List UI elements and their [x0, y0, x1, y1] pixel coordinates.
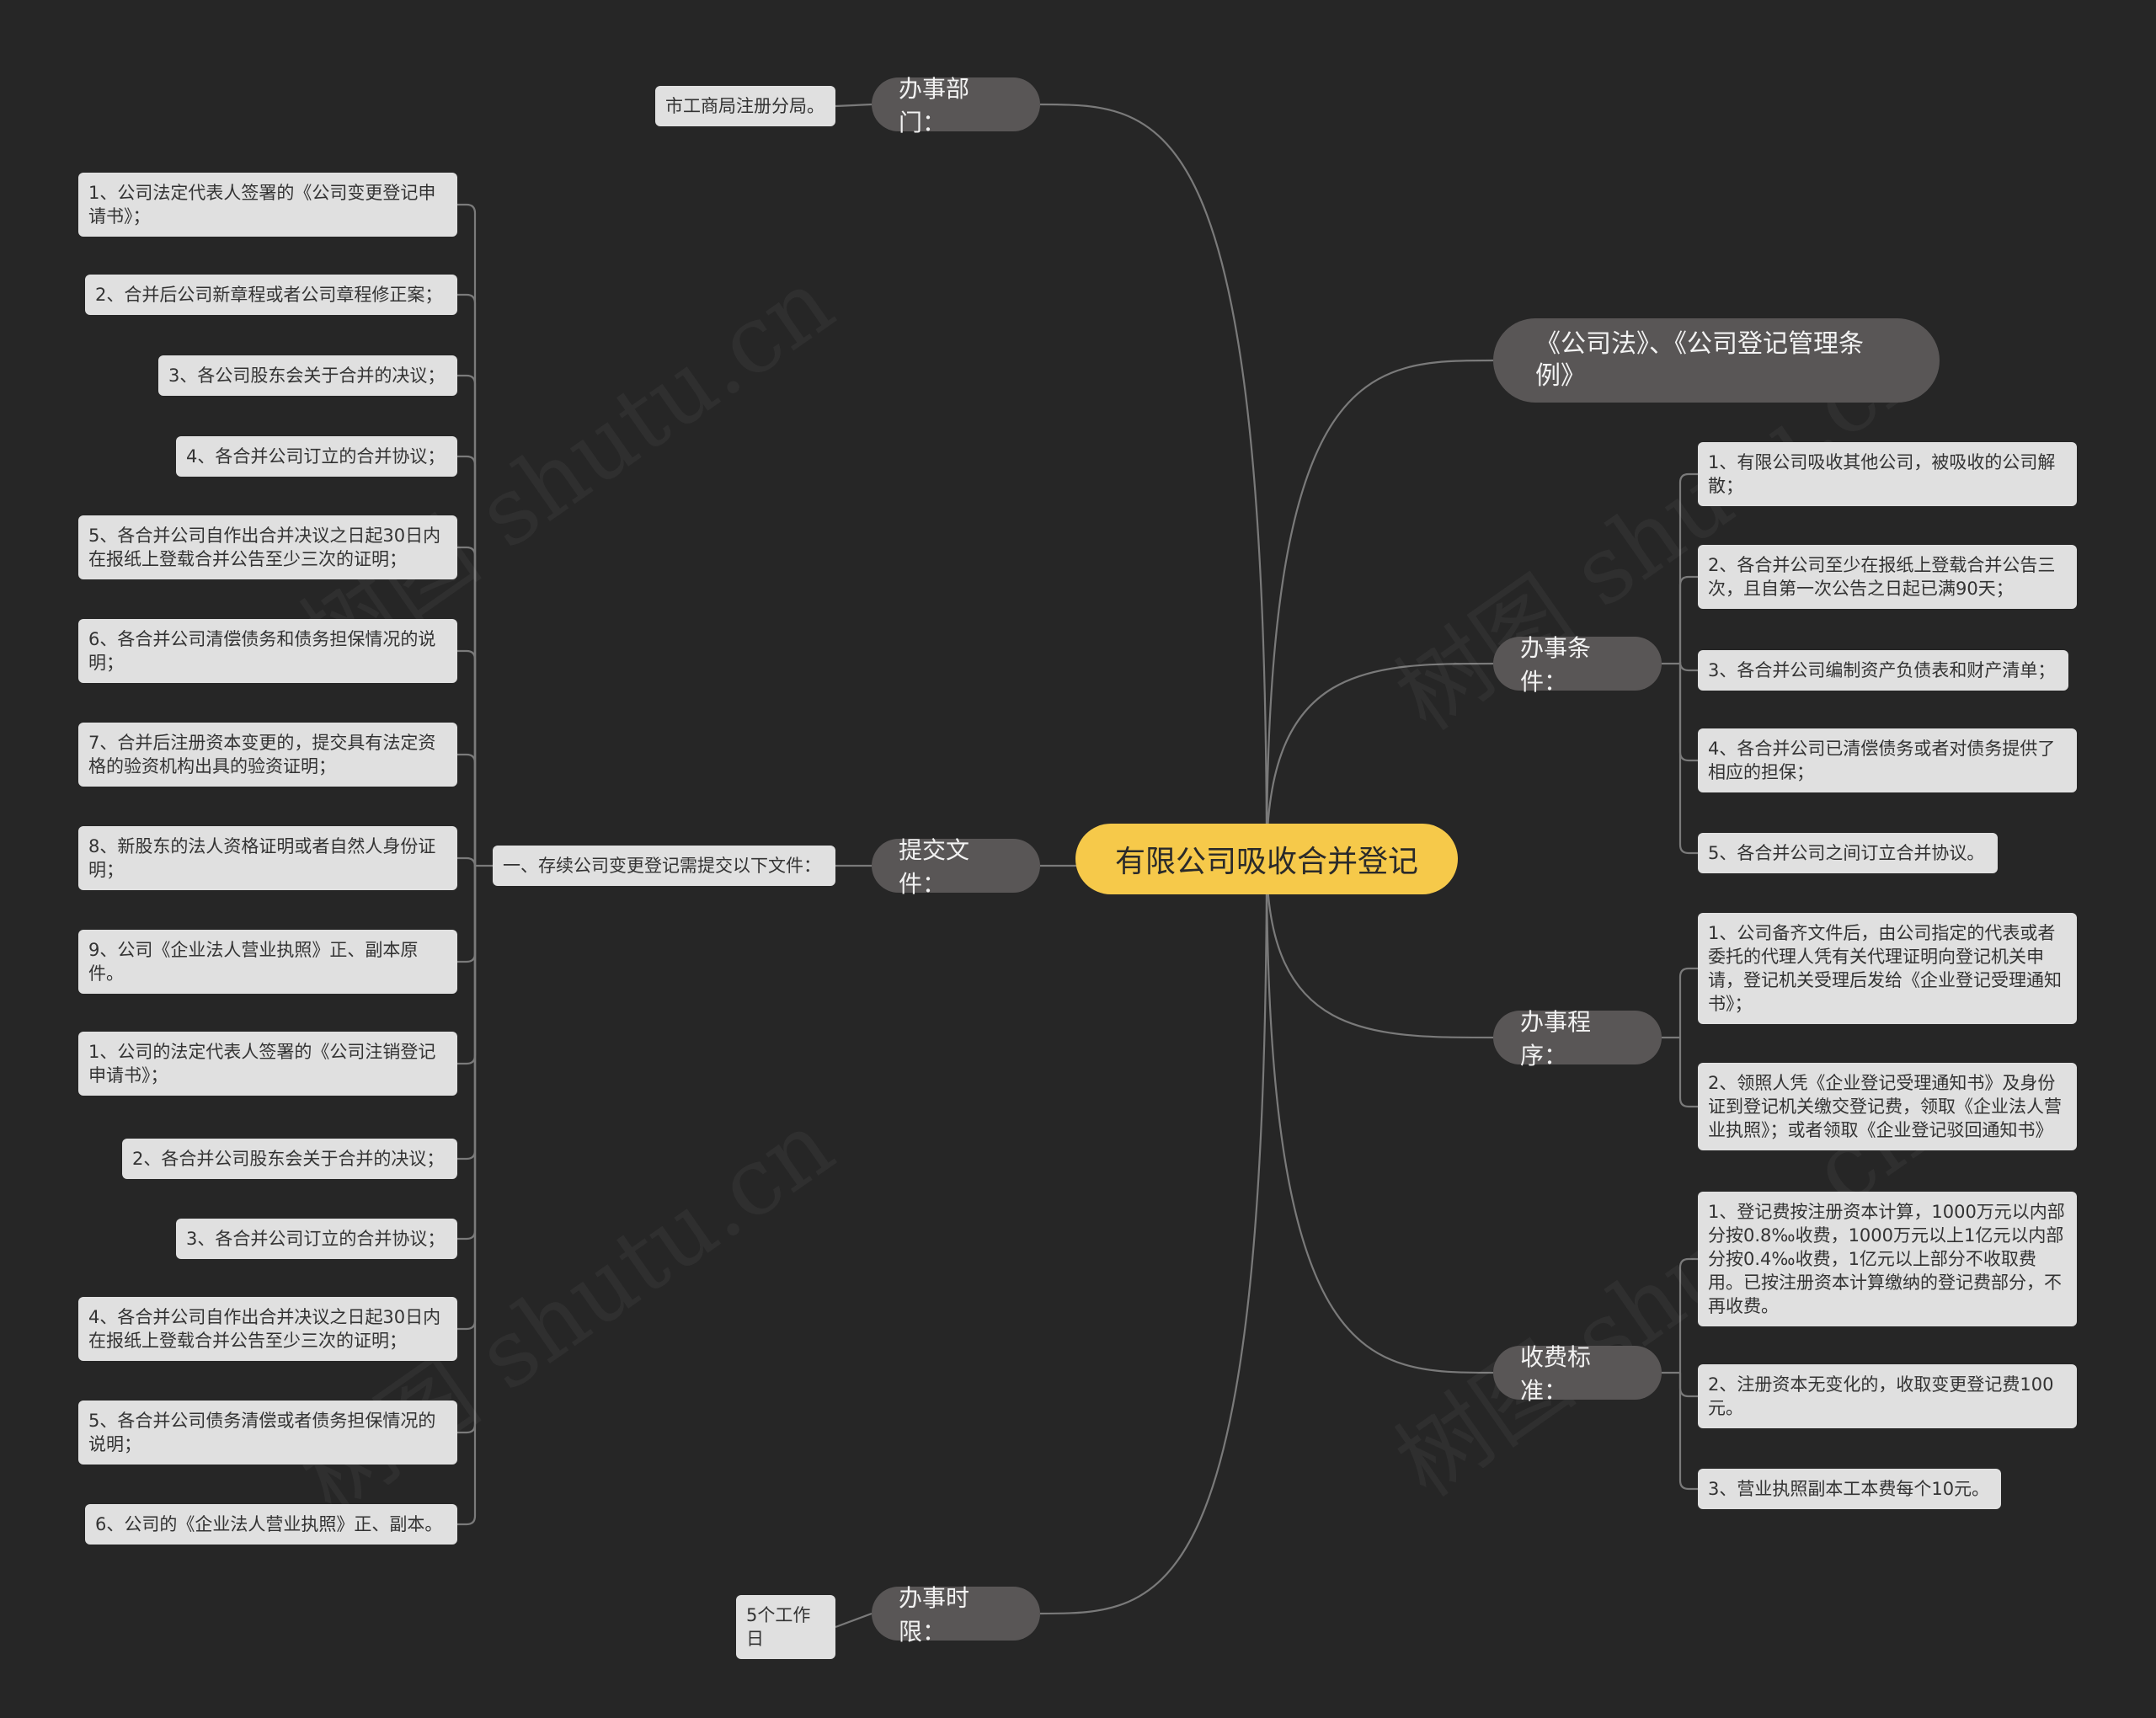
- leaf-docs-intro[interactable]: 一、存续公司变更登记需提交以下文件：: [493, 846, 835, 886]
- root-link: [1265, 858, 1494, 1374]
- bracket-link: [1678, 967, 1698, 1038]
- leaf-procedure[interactable]: 2、领照人凭《企业登记受理通知书》及身份证到登记机关缴交登记费，领取《企业法人营…: [1698, 1063, 2077, 1150]
- bracket-link: [1678, 575, 1698, 664]
- bracket-link: [1678, 472, 1698, 664]
- leaf-doc[interactable]: 2、各合并公司股东会关于合并的决议；: [122, 1139, 457, 1179]
- branch-department[interactable]: 办事部门：: [872, 75, 1040, 136]
- leaf-doc[interactable]: 6、各合并公司清偿债务和债务担保情况的说明；: [78, 619, 457, 683]
- root-link: [1265, 359, 1494, 860]
- bracket-link: [457, 856, 477, 867]
- bracket-link: [1678, 664, 1698, 855]
- bracket-link: [457, 203, 477, 866]
- leaf-condition[interactable]: 5、各合并公司之间订立合并协议。: [1698, 833, 1998, 873]
- bracket-link: [457, 293, 477, 866]
- bracket-link: [457, 753, 477, 866]
- leaf-doc[interactable]: 3、各公司股东会关于合并的决议；: [158, 355, 457, 396]
- leaf-condition[interactable]: 4、各合并公司已清偿债务或者对债务提供了相应的担保；: [1698, 728, 2077, 792]
- leaf-condition[interactable]: 3、各合并公司编制资产负债表和财产清单；: [1698, 650, 2068, 691]
- leaf-doc[interactable]: 1、公司法定代表人签署的《公司变更登记申请书》；: [78, 173, 457, 237]
- leaf-department[interactable]: 市工商局注册分局。: [655, 86, 835, 126]
- branch-procedure[interactable]: 办事程序：: [1493, 1008, 1662, 1070]
- leaf-fee[interactable]: 2、注册资本无变化的，收取变更登记费100元。: [1698, 1364, 2077, 1428]
- root-link: [1265, 662, 1494, 860]
- leaf-doc[interactable]: 7、合并后注册资本变更的，提交具有法定资格的验资机构出具的验资证明；: [78, 723, 457, 787]
- leaf-fee[interactable]: 3、营业执照副本工本费每个10元。: [1698, 1469, 2001, 1509]
- leaf-time-limit[interactable]: 5个工作日: [736, 1595, 835, 1659]
- bracket-link: [1678, 664, 1698, 762]
- branch-law[interactable]: 《公司法》、《公司登记管理条例》: [1493, 318, 1940, 403]
- root-link: [1039, 103, 1268, 860]
- root-link: [1265, 858, 1494, 1039]
- bracket-link: [457, 455, 477, 866]
- leaf-doc[interactable]: 1、公司的法定代表人签署的《公司注销登记申请书》；: [78, 1032, 457, 1096]
- bracket-link: [457, 649, 477, 866]
- leaf-doc[interactable]: 6、公司的《企业法人营业执照》正、副本。: [85, 1504, 457, 1545]
- leaf-condition[interactable]: 1、有限公司吸收其他公司，被吸收的公司解散；: [1698, 442, 2077, 506]
- bracket-link: [457, 866, 477, 1065]
- bracket-link: [457, 866, 477, 1160]
- bracket-link: [457, 866, 477, 1331]
- bracket-link: [457, 866, 477, 1240]
- leaf-link: [835, 1612, 873, 1629]
- bracket-link: [1678, 1373, 1698, 1491]
- root-link: [1039, 858, 1268, 1615]
- bracket-link: [457, 866, 477, 963]
- bracket-link: [457, 546, 477, 866]
- leaf-fee[interactable]: 1、登记费按注册资本计算，1000万元以内部分按0.8‰收费，1000万元以上1…: [1698, 1192, 2077, 1326]
- root-topic[interactable]: 有限公司吸收合并登记: [1075, 824, 1458, 894]
- bracket-link: [457, 374, 477, 866]
- leaf-doc[interactable]: 2、合并后公司新章程或者公司章程修正案；: [85, 275, 457, 315]
- leaf-doc[interactable]: 4、各合并公司自作出合并决议之日起30日内在报纸上登载合并公告至少三次的证明；: [78, 1297, 457, 1361]
- bracket-link: [1678, 1257, 1698, 1373]
- leaf-procedure[interactable]: 1、公司备齐文件后，由公司指定的代表或者委托的代理人凭有关代理证明向登记机关申请…: [1698, 913, 2077, 1024]
- branch-conditions[interactable]: 办事条件：: [1493, 634, 1662, 696]
- bracket-link: [1678, 1373, 1698, 1398]
- leaf-doc[interactable]: 3、各合并公司订立的合并协议；: [176, 1219, 457, 1259]
- branch-time-limit[interactable]: 办事时限：: [872, 1584, 1040, 1646]
- bracket-link: [1678, 661, 1698, 672]
- bracket-link: [1678, 1038, 1698, 1108]
- branch-submit-docs[interactable]: 提交文件：: [872, 836, 1040, 898]
- leaf-doc[interactable]: 8、新股东的法人资格证明或者自然人身份证明；: [78, 826, 457, 890]
- leaf-doc[interactable]: 5、各合并公司债务清偿或者债务担保情况的说明；: [78, 1401, 457, 1465]
- leaf-doc[interactable]: 4、各合并公司订立的合并协议；: [176, 436, 457, 477]
- leaf-doc[interactable]: 5、各合并公司自作出合并决议之日起30日内在报纸上登载合并公告至少三次的证明；: [78, 515, 457, 579]
- branch-fees[interactable]: 收费标准：: [1493, 1343, 1662, 1405]
- leaf-doc[interactable]: 9、公司《企业法人营业执照》正、副本原件。: [78, 930, 457, 994]
- leaf-link: [835, 103, 873, 108]
- bracket-link: [457, 866, 477, 1526]
- bracket-link: [457, 866, 477, 1434]
- leaf-condition[interactable]: 2、各合并公司至少在报纸上登载合并公告三次，且自第一次公告之日起已满90天；: [1698, 545, 2077, 609]
